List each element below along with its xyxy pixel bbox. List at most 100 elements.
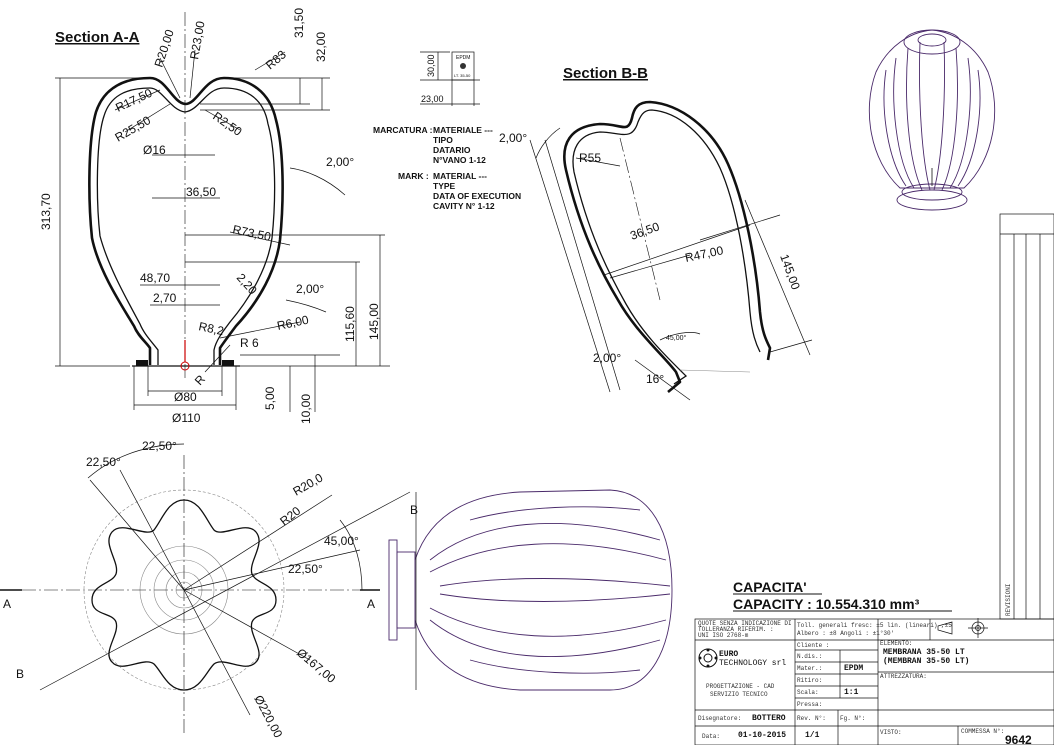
field-attrezzatura: ATTREZZATURA: (880, 673, 927, 680)
dim-31-50: 31,50 (292, 8, 306, 38)
isometric-view (868, 29, 996, 211)
field-commessa: COMMESSA N°: (961, 728, 1004, 735)
dim-48-70: 48,70 (140, 271, 170, 285)
dim-angle-2: 2,00° (326, 155, 354, 169)
section-aa-title: Section A-A (55, 29, 140, 46)
note-mark-4: CAVITY N° 1-12 (433, 201, 495, 211)
company-name-1: EURO (719, 650, 738, 659)
note-marcatura-2: TIPO (433, 135, 453, 145)
dim-r2-50: R2,50 (210, 109, 245, 139)
section-aa-view: Section A-A (39, 8, 390, 425)
bb-dim-45: 45,00° (666, 334, 687, 342)
field-fg: Fg. N°: (840, 715, 865, 722)
tol-general: Toll. generali fresc: ±5 lin. (lineari) … (797, 622, 952, 629)
tol-note-1: QUOTE SENZA INDICAZIONE DI (698, 620, 792, 627)
dim-r20: R20,00 (152, 27, 177, 68)
revision-column: REVISIONI (999, 213, 1054, 620)
title-block: QUOTE SENZA INDICAZIONE DI TOLLERANZA RI… (694, 618, 1054, 745)
field-data: Data: (702, 733, 720, 740)
field-mater: Mater.: (797, 665, 822, 672)
section-bb-title: Section B-B (563, 65, 648, 82)
note-marcatura-label: MARCATURA : (373, 125, 433, 135)
bb-dim-angle-2b: 2,00° (593, 351, 621, 365)
dept-1: PROGETTAZIONE - CAD (706, 683, 775, 690)
marker-width: 23,00 (421, 94, 444, 104)
dim-d80: Ø80 (174, 390, 197, 404)
sheet-value: 1/1 (805, 731, 820, 740)
side-view (388, 489, 673, 691)
date-value: 01-10-2015 (738, 731, 786, 740)
top-dim-22-50-a: 22,50° (86, 455, 121, 469)
drawing-number: 9642 (1005, 733, 1032, 745)
tol-general-2: Albero : ±8 Angoli : ±1°30' (797, 630, 894, 637)
field-ndis: N.dis.: (797, 653, 822, 660)
field-elemento: ELEMENTO: (880, 640, 912, 647)
top-dim-d167: Ø167,00 (294, 646, 339, 687)
note-marcatura-1: MATERIALE --- (433, 125, 493, 135)
dim-r6: R 6 (240, 336, 259, 350)
tol-note-3: UNI ISO 2768-m (698, 632, 749, 639)
bb-dim-16: 16° (646, 372, 664, 386)
element-name-1: MEMBRANA 35-50 LT (883, 648, 965, 657)
top-dim-r20-0: R20,0 (291, 470, 326, 498)
note-mark-1: MATERIAL --- (433, 171, 487, 181)
dim-r83: R83 (263, 47, 289, 72)
dim-d110: Ø110 (172, 411, 201, 425)
field-disegnatore: Disegnatore: (698, 715, 741, 722)
dim-r: R (192, 372, 208, 388)
marker-material: EPDM (456, 55, 470, 61)
dept-2: SERVIZIO TECNICO (710, 691, 768, 698)
bb-dim-r47: R47,00 (684, 243, 725, 265)
marker-code: LT. 35-50 (454, 73, 471, 78)
top-dim-d220: Ø220,00 (251, 693, 285, 741)
dim-36-50: 36,50 (186, 185, 216, 199)
note-marcatura-3: DATARIO (433, 145, 471, 155)
bb-dim-36-50: 36,50 (628, 219, 661, 243)
field-pressa: Pressa: (797, 701, 822, 708)
field-scala: Scala: (797, 689, 819, 696)
section-mark-a-left: A (3, 597, 11, 611)
revision-label: REVISIONI (1005, 584, 1012, 616)
note-mark-2: TYPE (433, 181, 456, 191)
material-value: EPDM (844, 664, 863, 673)
dim-2-20: 2,20 (234, 271, 260, 298)
field-rev: Rev. N°: (797, 715, 826, 722)
capacity-value: CAPACITY : 10.554.310 mm³ (733, 596, 920, 612)
company-logo (698, 648, 718, 668)
bb-dim-angle-2: 2,00° (499, 131, 527, 145)
dim-d16: Ø16 (143, 143, 166, 157)
top-dim-45: 45,00° (324, 534, 359, 548)
section-bb-view: Section B-B 2,00° R55 36,50 R47,00 145,0… (499, 65, 813, 401)
top-dim-22-50-c: 22,50° (288, 562, 323, 576)
top-dim-22-50-b: 22,50° (142, 439, 177, 453)
field-cliente: Cliente : (797, 642, 829, 649)
marker-height: 30,00 (426, 54, 436, 77)
dim-10: 10,00 (299, 394, 313, 424)
dim-angle-2b: 2,00° (296, 282, 324, 296)
dim-r6-00: R6,00 (276, 313, 311, 333)
element-name-2: (MEMBRAN 35-50 LT) (883, 657, 969, 666)
projection-symbol (937, 618, 988, 638)
company-name-2: TECHNOLOGY srl (719, 659, 786, 668)
section-mark-b-left: B (16, 667, 24, 681)
top-dim-r20: R20 (277, 504, 303, 529)
dim-r8-2: R8,2 (197, 319, 225, 338)
note-marcatura-4: N°VANO 1-12 (433, 155, 486, 165)
dim-2-70: 2,70 (153, 291, 177, 305)
tol-note-2: TOLLERANZA RIFERIM. : (698, 626, 774, 633)
note-mark-3: DATA OF EXECUTION (433, 191, 521, 201)
section-aa-profile (88, 76, 284, 365)
note-mark-label: MARK : (398, 171, 429, 181)
field-ritiro: Ritiro: (797, 677, 822, 684)
field-visto: VISTO: (880, 729, 902, 736)
dim-313-70: 313,70 (39, 193, 53, 230)
dim-r25-50: R25,50 (113, 113, 154, 145)
capacity-block: CAPACITA' CAPACITY : 10.554.310 mm³ (733, 579, 952, 612)
top-view: 22,50° 22,50° R20,0 R20 45,00° 22,50° Ø1… (0, 439, 418, 740)
capacity-title-it: CAPACITA' (733, 579, 807, 595)
designer-value: BOTTERO (752, 714, 786, 723)
scale-value: 1:1 (844, 688, 859, 697)
dim-32: 32,00 (314, 32, 328, 62)
dim-145: 145,00 (367, 303, 381, 340)
